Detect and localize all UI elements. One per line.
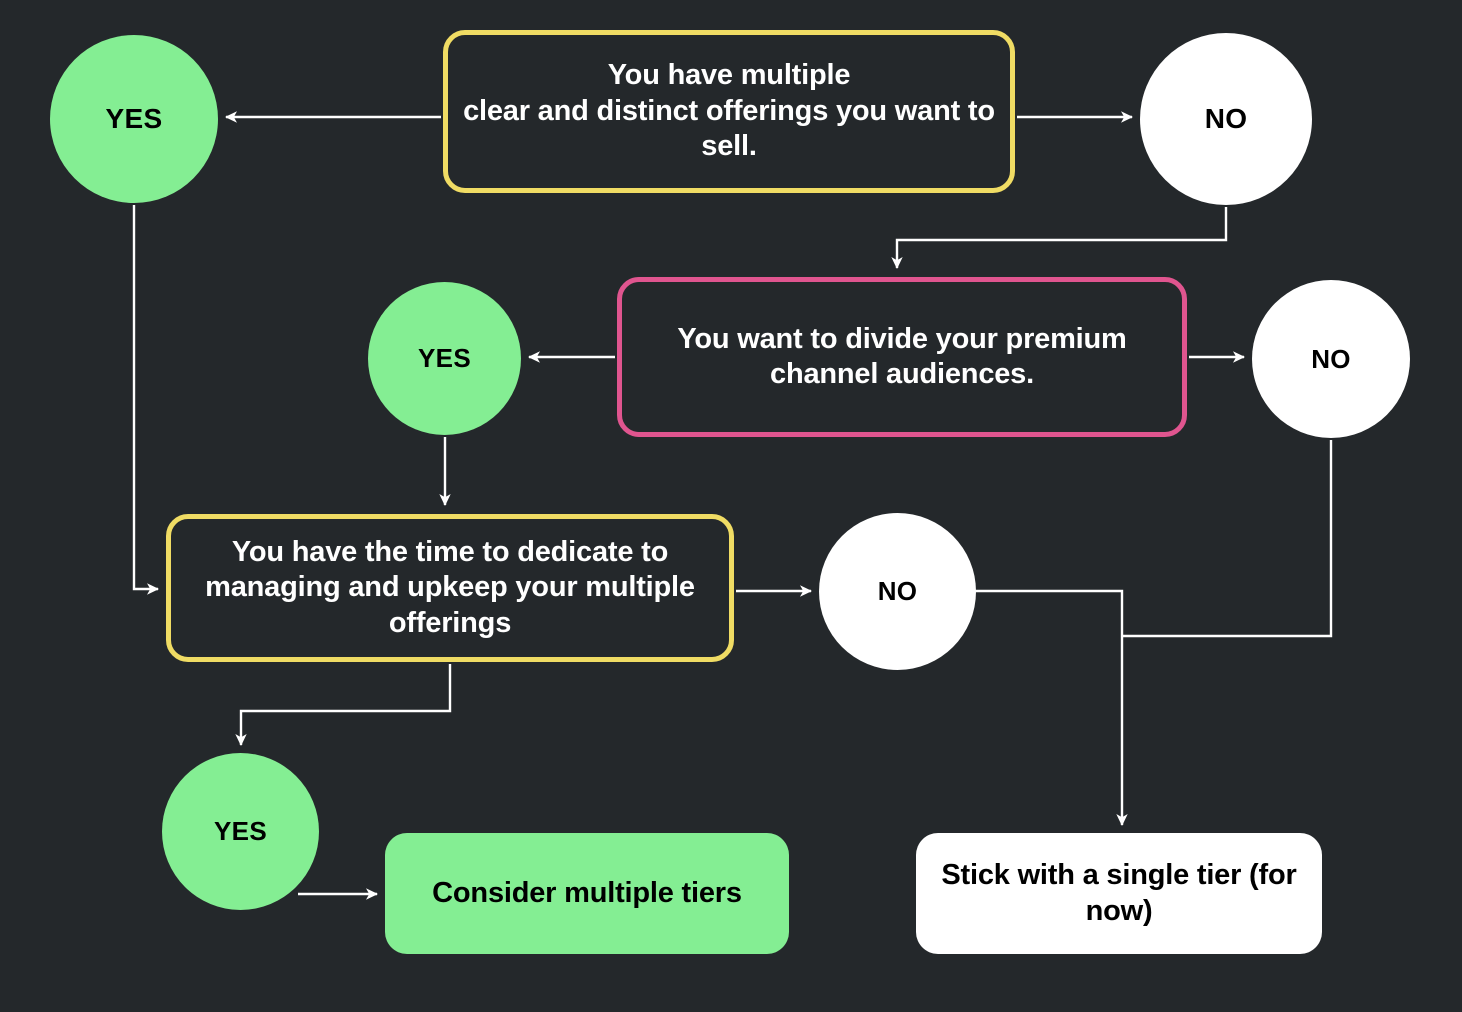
outcome-stick-with-single-tier: Stick with a single tier (for now) (916, 833, 1322, 954)
decision-circle-label: YES (214, 816, 267, 846)
decision-circle-label: YES (105, 103, 163, 134)
decision-circle-label: NO (877, 576, 918, 606)
outcome-text: Consider multiple tiers (432, 876, 742, 909)
edge-yes1-q3 (132, 205, 159, 595)
question-box-time-to-dedicate: You have the time to dedicate to managin… (166, 514, 734, 662)
edge-q3-yes3 (235, 664, 452, 746)
edge-no3-out2 (975, 589, 1128, 826)
decision-circle-no-3: NO (819, 513, 976, 670)
question-box-text: You want to divide your premium channel … (677, 322, 1127, 390)
decision-circle-no-2: NO (1252, 280, 1410, 438)
decision-circle-label: YES (418, 343, 471, 373)
decision-circle-label: NO (1204, 103, 1248, 134)
decision-circle-label: NO (1311, 343, 1351, 374)
question-box-divide-audiences: You want to divide your premium channel … (617, 277, 1187, 437)
outcome-text: Stick with a single tier (for now) (941, 859, 1297, 927)
question-box-multiple-offerings: You have multiple clear and distinct off… (443, 30, 1015, 193)
outcome-consider-multiple-tiers: Consider multiple tiers (385, 833, 789, 954)
question-box-text: You have multiple clear and distinct off… (463, 59, 995, 163)
decision-circle-yes-3: YES (162, 753, 319, 910)
edge-no1-q2 (891, 207, 1228, 269)
decision-circle-yes-1: YES (50, 35, 218, 203)
decision-circle-yes-2: YES (368, 282, 521, 435)
edge-no2-out2 (1122, 440, 1333, 638)
decision-circle-no-1: NO (1140, 33, 1312, 205)
question-box-text: You have the time to dedicate to managin… (205, 535, 695, 639)
